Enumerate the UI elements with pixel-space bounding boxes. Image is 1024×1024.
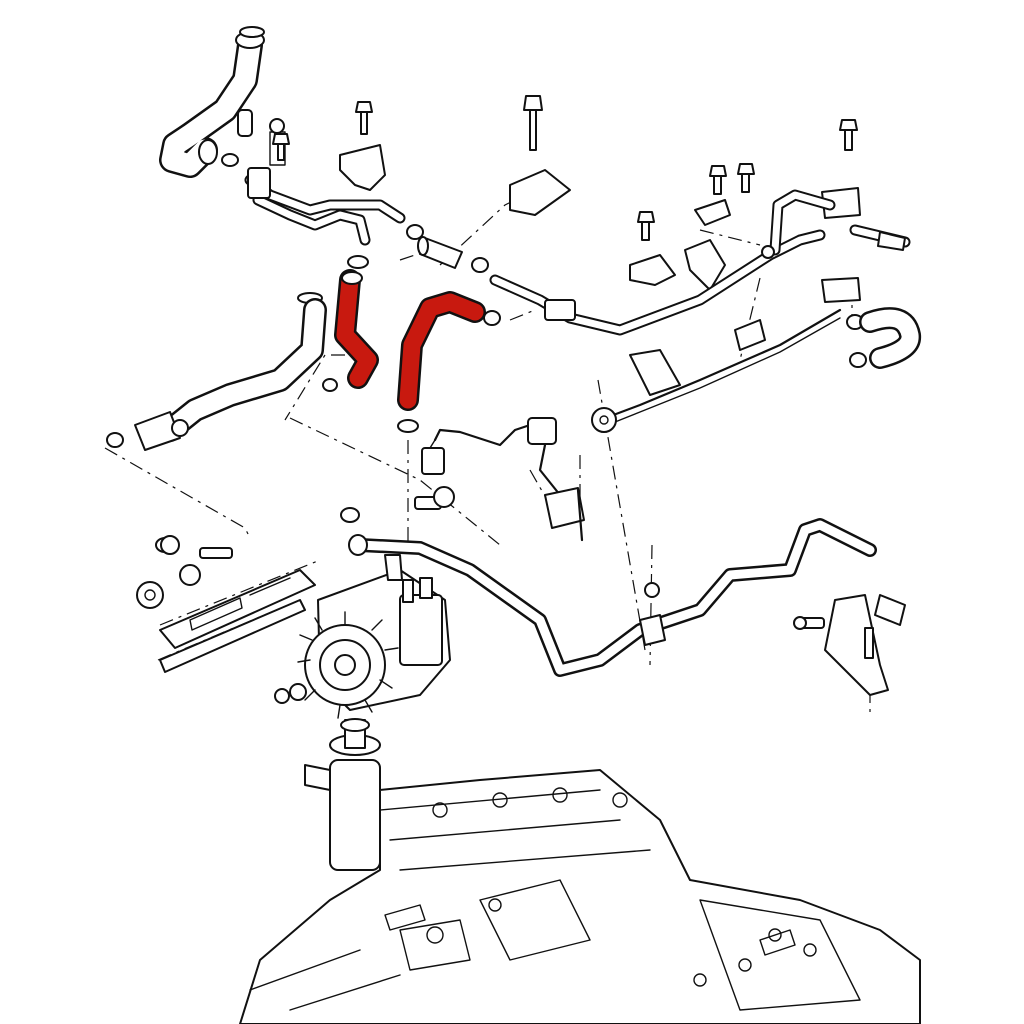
hose-clamps bbox=[106, 26, 867, 553]
u-hose-right bbox=[859, 307, 922, 369]
bolt-middle bbox=[414, 486, 455, 510]
coolant-tube-lower bbox=[348, 518, 877, 677]
engine-block bbox=[239, 769, 921, 1024]
coolant-hose-right-fill bbox=[399, 293, 484, 409]
hose-couplers bbox=[417, 236, 463, 269]
coolant-tubes-right bbox=[489, 189, 911, 433]
coolant-hose-left-fill bbox=[336, 271, 377, 387]
fuel-rail-strip bbox=[159, 569, 316, 673]
fasteners-left bbox=[136, 535, 307, 704]
bypass-hose-left bbox=[134, 298, 327, 451]
alternator bbox=[297, 554, 451, 719]
water-pump bbox=[304, 718, 381, 871]
bracket-lower-right bbox=[793, 594, 906, 696]
coolant-hose-right bbox=[397, 291, 486, 411]
brackets-top bbox=[339, 144, 861, 396]
heater-tube-assembly bbox=[237, 109, 406, 246]
sensor-wiring bbox=[421, 417, 585, 542]
coolant-hose-left bbox=[334, 269, 379, 389]
sensor-right bbox=[734, 245, 775, 351]
bolts-top bbox=[272, 95, 858, 241]
heater-hose-top bbox=[159, 31, 265, 178]
